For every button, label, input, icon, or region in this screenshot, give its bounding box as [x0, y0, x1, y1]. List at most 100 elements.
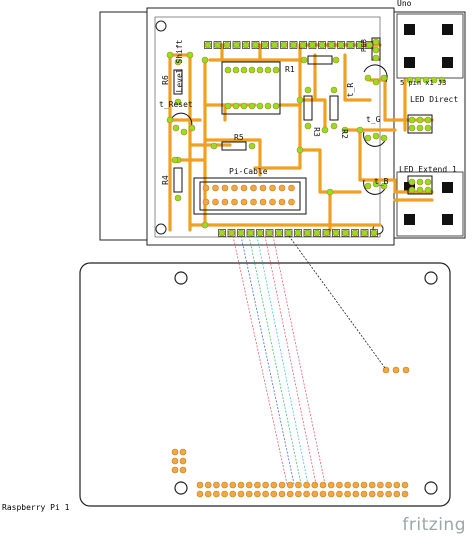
rgb-label: RGB: [359, 39, 368, 52]
r5-label: R5: [234, 133, 244, 142]
uno-mount-hole: [155, 20, 167, 32]
resistor-pad: [332, 56, 340, 64]
pi-cable-label: Pi-Cable: [229, 167, 268, 176]
uno-label: Uno: [397, 0, 412, 8]
pi-header-pin: [179, 466, 187, 474]
pi-header-pin: [171, 448, 179, 456]
gpio-pin: [196, 481, 204, 489]
gpio-pin: [327, 490, 335, 498]
r2-label: R2: [339, 129, 349, 139]
transistor-pad: [380, 74, 388, 82]
header-pin: [270, 41, 279, 49]
header-pad: [294, 229, 302, 237]
transistor-pad: [364, 74, 372, 82]
gpio-pin: [368, 481, 376, 489]
via-pad: [356, 126, 364, 134]
wire-red-3: [272, 235, 326, 485]
level-shifter-pad: [272, 66, 280, 74]
header-pin: [265, 229, 274, 237]
header-pad: [347, 41, 354, 49]
header-pin: [318, 41, 326, 49]
gpio-pin: [221, 490, 228, 498]
header-pad: [337, 41, 345, 49]
resistor-pad: [174, 194, 182, 202]
transistor-pad: [188, 124, 196, 132]
r6-label: R6: [160, 75, 170, 85]
header-pin: [204, 41, 212, 49]
header-pin: [327, 41, 336, 49]
transistor-pad: [364, 134, 372, 142]
via-pad: [326, 188, 334, 196]
header-pin: [227, 229, 236, 237]
level-shifter-pad: [240, 102, 248, 110]
header-pad: [285, 229, 292, 237]
gpio-pin: [254, 481, 261, 489]
gpio-pin: [319, 490, 327, 498]
five-pin-pad: [406, 76, 414, 84]
header-pad: [204, 41, 212, 49]
transistor-pad: [380, 134, 388, 142]
header-pad: [356, 41, 364, 49]
header-pin: [346, 41, 355, 49]
resistor-pad: [304, 86, 312, 94]
t-b-transistor: [363, 179, 387, 195]
transistor-pad: [372, 78, 380, 86]
resistor-pad: [304, 122, 312, 130]
gpio-pin: [360, 481, 368, 489]
header-pad: [266, 229, 273, 237]
pi-cable-outline: [193, 177, 307, 215]
header-pad: [323, 229, 330, 237]
resistor-pad: [174, 58, 182, 66]
via-pad: [296, 96, 304, 104]
pi-cable-pad: [269, 184, 276, 192]
pi-cable-pad: [250, 198, 257, 206]
pi-cable-pad: [259, 198, 267, 206]
via-pad: [201, 221, 209, 229]
t-b-label: t_B: [374, 177, 389, 186]
level-shifter-pad: [224, 102, 232, 110]
wire-black: [288, 235, 386, 369]
gpio-pin: [229, 490, 237, 498]
r1-label: R1: [285, 65, 295, 74]
header-pad: [218, 229, 226, 237]
gpio-pin: [262, 490, 269, 498]
pi-gpio-header[interactable]: [171, 366, 410, 498]
led-extend-header-outline: [407, 175, 433, 195]
r1-outline: [307, 55, 333, 65]
transistor-pad: [372, 132, 380, 140]
header-pad: [247, 229, 254, 237]
gpio-pin: [393, 490, 401, 498]
level-shifter-label: Level Shift: [175, 39, 184, 93]
header-pin: [294, 229, 302, 237]
rgb-led-pad: [372, 46, 380, 54]
level-shifter-pad: [232, 66, 240, 74]
gpio-pin: [311, 481, 319, 489]
pi-header-pin: [392, 366, 400, 374]
header-pin: [313, 229, 321, 237]
header-pin: [213, 41, 222, 49]
pi-cable-pad: [269, 198, 276, 206]
header-pin: [322, 229, 331, 237]
led-extend-pad: [424, 186, 432, 194]
led-direct-pad: [408, 116, 416, 124]
header-pad: [318, 41, 326, 49]
pi-header-pin: [179, 457, 187, 465]
transistor-pad: [364, 182, 372, 190]
t-r-label: t_R: [346, 82, 356, 98]
header-pad: [256, 229, 264, 237]
level-shifter-pad: [224, 66, 232, 74]
gpio-pin: [393, 481, 401, 489]
level-shifter-pad: [248, 102, 256, 110]
header-pin: [341, 229, 350, 237]
header-pin: [289, 41, 298, 49]
r2-outline: [329, 95, 339, 121]
header-pad: [366, 41, 373, 49]
wire-cyan: [256, 235, 309, 485]
wire-blue: [240, 235, 295, 485]
five-pin-pad: [438, 76, 446, 84]
gpio-pin: [221, 481, 228, 489]
via-pad: [296, 146, 304, 154]
resistor-pad: [330, 86, 338, 94]
